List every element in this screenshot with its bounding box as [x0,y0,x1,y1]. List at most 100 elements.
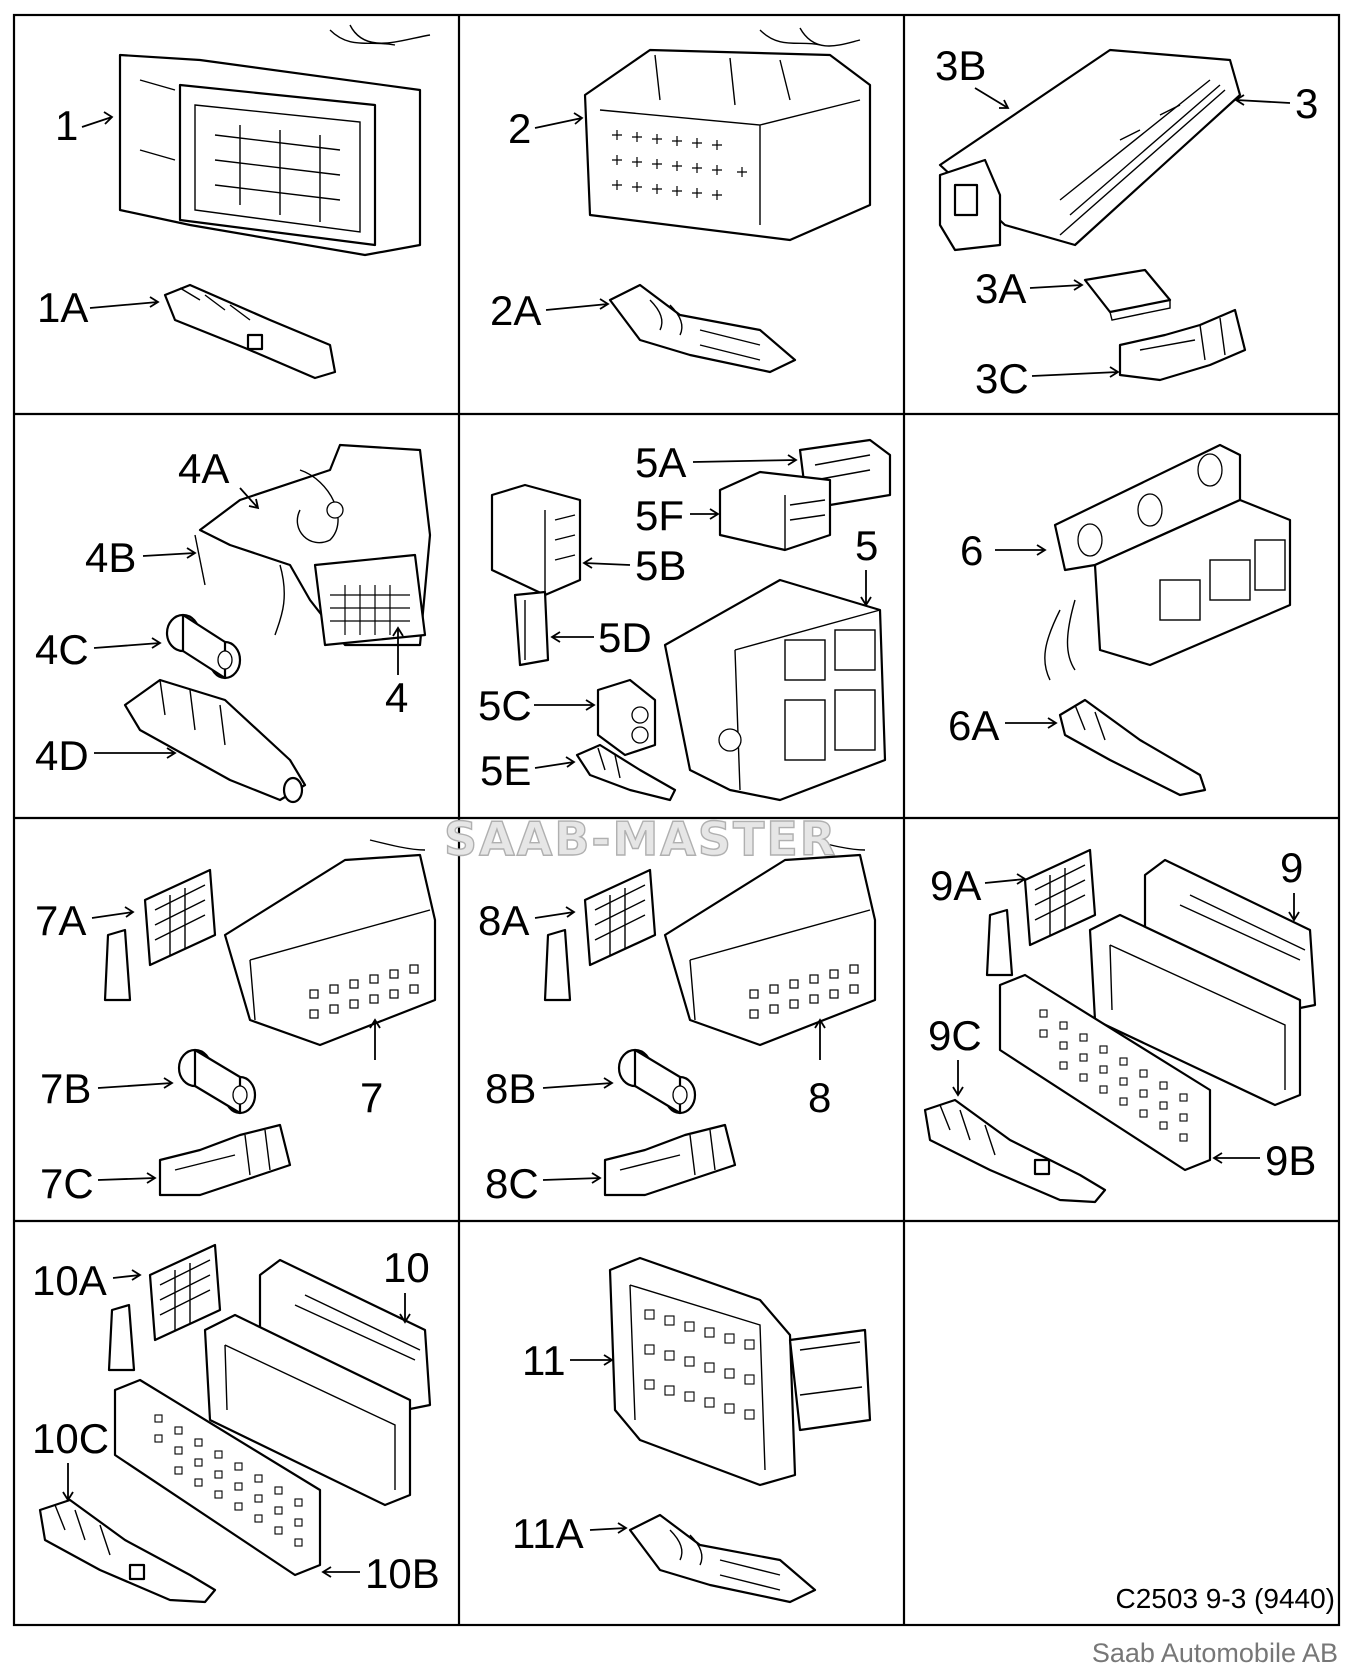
module-3a-illustration [1083,268,1172,321]
leader-3b [974,87,1010,109]
leader-10 [399,1293,411,1324]
retainer-10a-illustration [107,1243,222,1372]
label-7c: 7C [40,1160,94,1207]
leader-5 [860,570,872,607]
leader-2 [534,112,584,129]
cover-9b-illustration [998,973,1212,1172]
label-8c: 8C [485,1160,539,1207]
leader-8 [814,1018,826,1060]
leader-5e [534,756,576,769]
label-9: 9 [1280,844,1303,891]
terminal-9c-illustration [923,1098,1107,1204]
label-4a: 4A [178,445,229,492]
leader-11a [589,1522,628,1534]
leader-4b [142,547,197,559]
panel-2: 2 2A [490,27,872,374]
leader-4 [392,626,404,675]
label-5f: 5F [635,492,684,539]
panel-9: 9A 9 9C 9B [923,844,1317,1204]
panel-11: 11 11A [512,1256,872,1604]
leader-8b [542,1077,614,1089]
label-7a: 7A [35,897,86,944]
label-5d: 5D [598,614,652,661]
leader-5c [534,699,596,711]
connector-4-illustration [194,443,432,647]
retainer-9a-illustration [985,848,1097,977]
leader-8a [534,906,576,919]
terminal-4d-illustration [123,678,307,804]
leader-4d [94,747,177,759]
label-5: 5 [855,522,878,569]
label-4d: 4D [35,732,89,779]
retainer-7a-illustration [103,868,217,1002]
label-5e: 5E [480,747,531,794]
panel-6: 6 6A [948,443,1292,797]
leader-9c [952,1060,964,1097]
leader-1a [89,296,160,309]
retainer-8a-illustration [543,868,657,1002]
terminal-10c-illustration [38,1498,217,1604]
connector-9-illustration [1088,858,1317,1107]
terminal-5e-illustration [575,743,677,802]
holder-5c-illustration [596,678,657,757]
grommet-8b-illustration [617,1048,697,1115]
label-3a: 3A [975,265,1026,312]
terminal-8c-illustration [603,1123,737,1197]
leader-5b [582,557,631,569]
label-10a: 10A [32,1257,107,1304]
label-11: 11 [522,1337,566,1384]
connector-8-illustration [663,839,877,1047]
terminal-1a-illustration [163,283,337,380]
module-3-illustration [938,48,1242,252]
panel-7: 7A 7 7B 7C [35,839,437,1207]
connector-11-illustration [608,1256,872,1487]
connector-1-illustration [118,24,431,257]
relay-5b-illustration [490,483,582,597]
terminal-2a-illustration [608,283,797,374]
leader-9b [1212,1152,1260,1164]
plug-5f-illustration [718,470,832,552]
terminal-3c-illustration [1118,308,1247,382]
label-8a: 8A [478,897,529,944]
label-2a: 2A [490,287,541,334]
bracket-6-illustration [1044,443,1292,681]
label-9c: 9C [928,1012,982,1059]
leader-7c [97,1172,157,1184]
leader-5d [550,631,594,643]
panel-3: 3B 3 3A 3C [935,42,1318,402]
label-7b: 7B [40,1065,91,1112]
leader-10a [112,1269,142,1281]
label-6: 6 [960,527,983,574]
diagram-grid [12,13,1341,1627]
leader-3 [1234,94,1291,106]
terminal-7c-illustration [158,1123,292,1197]
label-10: 10 [383,1244,430,1291]
panel-10: 10A 10 10C 10B [32,1243,440,1604]
label-8: 8 [808,1074,831,1121]
leader-6 [995,544,1047,556]
watermark: SAAB-MASTER [444,812,837,866]
leader-1 [81,111,114,128]
label-6a: 6A [948,702,999,749]
leader-4a [239,487,260,510]
leader-5a [692,454,798,466]
cover-10b-illustration [113,1378,322,1577]
label-1: 1 [55,102,78,149]
label-9b: 9B [1265,1137,1316,1184]
label-10b: 10B [365,1550,440,1597]
label-3b: 3B [935,42,986,89]
leader-7a [91,906,135,919]
grommet-7b-illustration [177,1048,257,1115]
figure-code: C2503 9-3 (9440) [1116,1583,1335,1614]
terminal-6a-illustration [1058,698,1207,797]
label-5c: 5C [478,682,532,729]
connector-10-illustration [203,1258,432,1507]
label-4: 4 [385,674,408,721]
clip-5d-illustration [513,590,550,667]
panel-5: 5A 5F 5 5B 5D 5C 5E [478,438,892,802]
leader-7 [369,1018,381,1060]
leader-6a [1005,717,1058,729]
leader-8c [542,1172,602,1184]
grommet-4c-illustration [165,613,242,680]
